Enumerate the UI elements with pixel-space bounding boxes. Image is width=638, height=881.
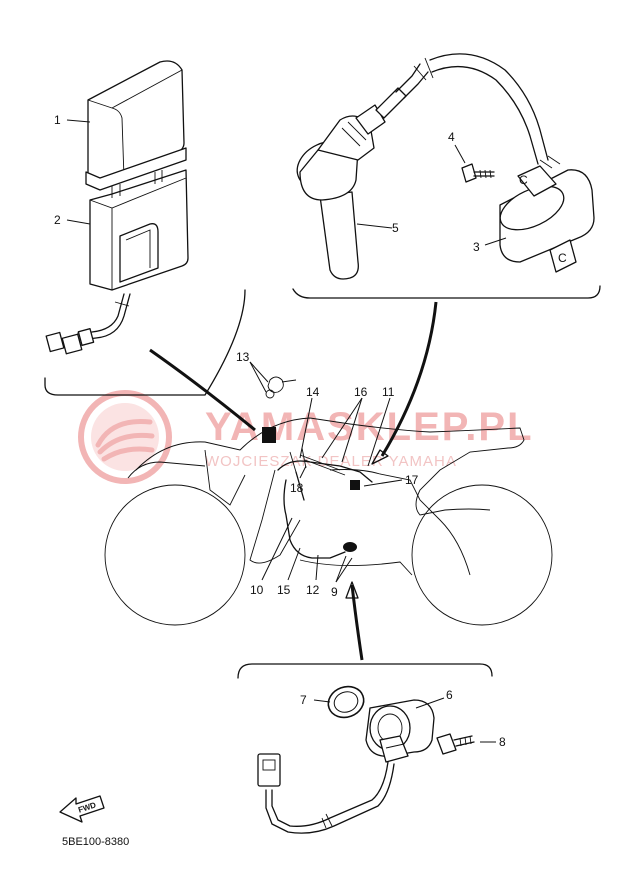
panel-bracket-right xyxy=(292,285,601,299)
callout-13: 13 xyxy=(236,350,250,364)
bike-callouts: 13 14 16 11 17 18 10 15 12 9 xyxy=(236,350,419,599)
cdi-wire-connector xyxy=(45,293,131,355)
part-neutral-switch xyxy=(365,699,435,763)
switch-wire-connector xyxy=(257,753,395,834)
callout-5: 5 xyxy=(392,221,399,235)
part-coil-bolt xyxy=(461,163,495,183)
callout-3: 3 xyxy=(473,240,480,254)
part-ignition-coil: C C xyxy=(499,155,595,273)
part-switch-screw xyxy=(436,733,475,755)
panel-ignition-coil: C C 5 4 3 xyxy=(292,53,601,299)
wire-harness xyxy=(262,376,373,559)
coil-mark-top: C xyxy=(519,173,528,187)
callout-17: 17 xyxy=(405,473,419,487)
callout-10: 10 xyxy=(250,583,264,597)
callout-4: 4 xyxy=(448,130,455,144)
pointer-cdi xyxy=(149,348,256,432)
callout-8: 8 xyxy=(499,735,506,749)
fwd-arrow-icon: FWD xyxy=(59,795,105,823)
watermark: YAMASKLEP.PL WOJCIESZAK DEALER YAMAHA xyxy=(78,390,534,484)
watermark-tagline: WOJCIESZAK DEALER YAMAHA xyxy=(205,453,457,470)
callout-7: 7 xyxy=(300,693,307,707)
rear-wheel xyxy=(411,484,553,626)
cdi-on-bike xyxy=(262,427,276,443)
callout-16: 16 xyxy=(354,385,368,399)
pointer-coil xyxy=(380,301,438,457)
neutral-switch-on-bike xyxy=(343,542,357,552)
callout-2: 2 xyxy=(54,213,61,227)
part-cdi-cover xyxy=(85,60,187,191)
callout-6: 6 xyxy=(446,688,453,702)
panel-bracket-bottom xyxy=(237,663,493,679)
pointer-neutral-switch xyxy=(350,584,364,661)
callout-11: 11 xyxy=(382,385,395,399)
callout-18: 18 xyxy=(290,481,304,495)
relay-on-bike xyxy=(350,480,360,490)
part-spark-plug-cap xyxy=(296,104,386,280)
front-wheel xyxy=(104,484,246,626)
part-o-ring xyxy=(327,685,365,719)
part-cdi-holder xyxy=(89,169,189,291)
panel-cdi-unit: 1 2 xyxy=(44,60,246,396)
coil-mark-bottom: C xyxy=(558,251,567,265)
panel-bracket-left xyxy=(44,289,246,396)
ignition-lead xyxy=(375,53,549,165)
watermark-brand: YAMASKLEP.PL xyxy=(205,405,534,449)
callout-12: 12 xyxy=(306,583,320,597)
panel-neutral-switch: 7 6 8 xyxy=(237,663,506,834)
callout-14: 14 xyxy=(306,385,320,399)
callout-9: 9 xyxy=(331,585,338,599)
callout-15: 15 xyxy=(277,583,291,597)
watermark-logo-icon xyxy=(78,390,172,484)
part-code: 5BE100-8380 xyxy=(62,836,129,848)
callout-1: 1 xyxy=(54,113,61,127)
